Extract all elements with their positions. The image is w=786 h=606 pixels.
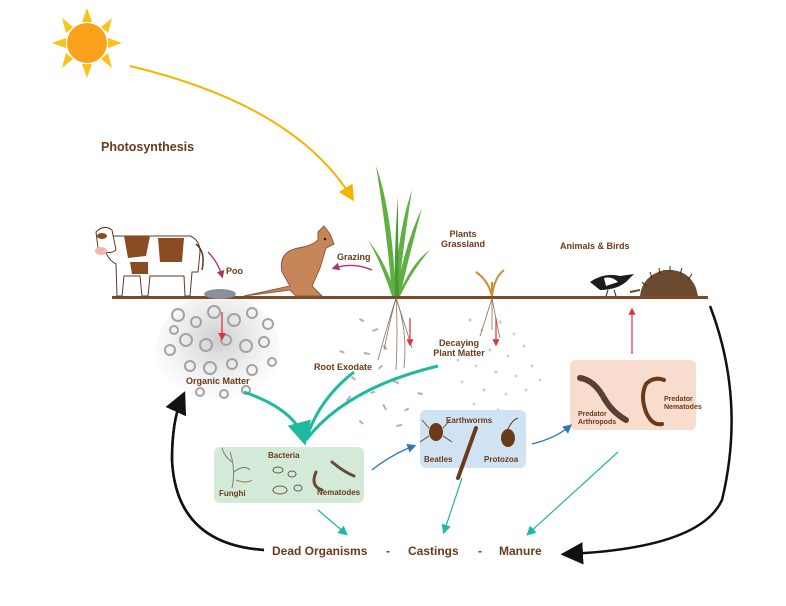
grazing-arrow (331, 262, 373, 271)
root-exodate-soil-texture (339, 318, 423, 427)
cow-icon (95, 226, 204, 297)
centipede-icon (577, 375, 629, 423)
dead-organisms-label: Dead Organisms (272, 544, 368, 558)
predator-arthropods-label: Predator Arthropods (578, 411, 616, 427)
manure-label: Manure (499, 544, 542, 558)
bottom-separator-1: - (386, 544, 390, 558)
organic-matter-label: Organic Matter (186, 376, 250, 386)
bottom-separator-2: - (478, 544, 482, 558)
dry-plant-icon (475, 269, 505, 339)
bacteria-label: Bacteria (268, 451, 300, 460)
beetle-mite-icon (419, 419, 453, 443)
poo-label: Poo (226, 266, 243, 276)
root-exodate-label: Root Exodate (314, 362, 373, 372)
microbes-box (214, 447, 364, 503)
animals-to-manure-arrow (560, 305, 733, 565)
decaying-to-microbes-arrow (304, 364, 439, 441)
echidna-icon (629, 266, 698, 296)
microbes-to-bottom-arrow (317, 509, 348, 536)
predator-nematodes-label: Predator Nematodes (664, 396, 702, 412)
decaying-plant-matter-label: Decaying Plant Matter (424, 338, 494, 359)
grass-plant-icon (368, 166, 430, 296)
predator-nematodes-line2: Nematodes (664, 404, 702, 412)
earthworm-icon (456, 426, 478, 480)
magpie-bird-icon (590, 274, 634, 297)
grass-roots (377, 297, 413, 371)
castings-label: Castings (408, 544, 459, 558)
root-to-microbes-arrow (304, 370, 355, 441)
protozoa-icon (501, 417, 519, 447)
nematodes-label: Nematodes (317, 488, 361, 497)
funghi-label: Funghi (219, 489, 246, 498)
earthworms-to-bottom-arrow (441, 477, 463, 535)
plants-label-line1: Plants (449, 229, 477, 239)
animals-birds-label: Animals & Birds (560, 241, 630, 251)
photosynthesis-label: Photosynthesis (101, 140, 195, 154)
decaying-label-line2: Plant Matter (433, 348, 485, 359)
poo-icon (204, 289, 236, 299)
organic-to-microbes-arrow (243, 390, 311, 446)
poo-arrow (207, 251, 225, 279)
bacteria-icon (272, 466, 303, 495)
predators-to-bottom-arrow (526, 451, 619, 536)
predator-nematodes-line1: Predator (664, 396, 693, 403)
plants-label-line2: Grassland (440, 239, 486, 250)
earthworms-label: Earthworms (446, 416, 493, 425)
ground-line (112, 296, 708, 299)
funghi-icon (221, 447, 253, 489)
plants-grassland-label: Plants Grassland (436, 229, 490, 250)
predators-box (570, 360, 696, 430)
kangaroo-icon (243, 225, 335, 297)
beatles-label: Beatles (424, 455, 453, 464)
predator-nematode-icon (641, 376, 666, 427)
sun-icon (52, 8, 122, 78)
organic-matter-soil-texture (156, 295, 280, 405)
predator-arthropods-line2: Arthropods (578, 419, 617, 427)
microbes-to-earthworms-arrow (371, 443, 417, 471)
sunlight-arrow (129, 65, 355, 202)
protozoa-label: Protozoa (484, 455, 519, 464)
decaying-label-line1: Decaying (438, 338, 480, 348)
grazing-label: Grazing (337, 252, 371, 262)
earthworms-to-predators-arrow (531, 424, 572, 445)
nematodes-icon (312, 460, 356, 492)
predator-arthropods-line1: Predator (578, 411, 607, 418)
